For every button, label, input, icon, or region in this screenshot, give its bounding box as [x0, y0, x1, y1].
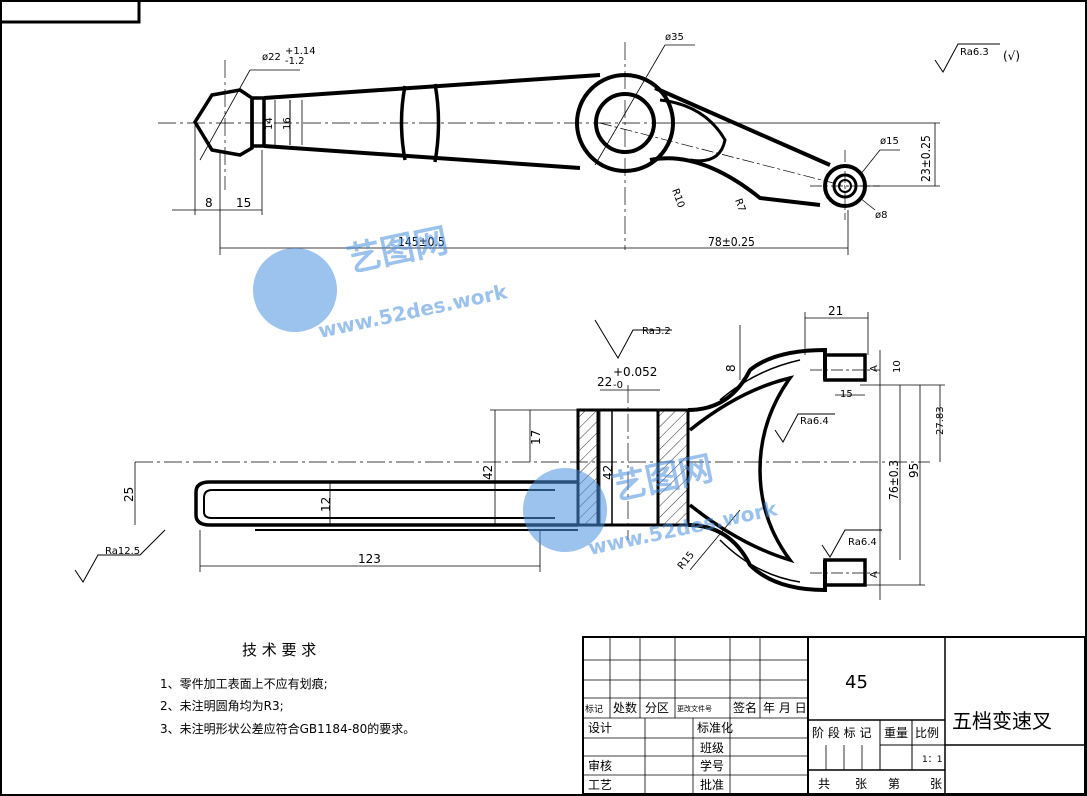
dim-bore-tol-upper: +0.052 [613, 365, 657, 379]
dim-10: 10 [892, 360, 903, 373]
dim-r15: R15 [676, 550, 697, 572]
tb-rev-mark: 标记 [585, 703, 603, 715]
tb-rev-date: 年 月 日 [763, 701, 807, 715]
tb-rev-file: 更改文件号 [677, 704, 712, 713]
dim-42a: 42 [481, 465, 495, 480]
dim-76: 76±0.3 [887, 460, 901, 500]
dim-phi8: ø8 [875, 210, 887, 221]
dim-8b: 8 [724, 364, 738, 372]
tb-student-id: 学号 [700, 758, 724, 773]
dim-bore-tol-lower: -0 [613, 380, 623, 391]
dim-78: 78±0.25 [708, 235, 755, 249]
dim-17: 17 [529, 430, 543, 445]
tb-rev-count: 处数 [613, 700, 637, 715]
roughness-ra64-bottom: Ra6.4 [848, 537, 877, 548]
top-view [158, 42, 1000, 255]
dim-phi22-tol-lower: -1.2 [285, 56, 305, 67]
datum-a-bottom: A [869, 571, 880, 578]
tb-design: 设计 [588, 721, 612, 735]
tb-standardize: 标准化 [697, 721, 733, 735]
tb-scale-value: 1：1 [922, 755, 942, 765]
dim-95: 95 [907, 463, 921, 478]
tb-sheet2: 张 [930, 777, 942, 791]
tech-requirements: 技 术 要 求 1、零件加工表面上不应有划痕; 2、未注明圆角均为R3; 3、未… [160, 641, 415, 736]
tb-approve: 批准 [700, 777, 724, 792]
tb-weight: 重量 [884, 726, 908, 740]
dim-42b: 42 [601, 465, 615, 480]
dim-r7: R7 [732, 197, 747, 213]
tb-process: 工艺 [588, 778, 612, 792]
tech-req-item-2: 2、未注明圆角均为R3; [160, 698, 284, 713]
tb-sheet: 张 [855, 777, 867, 791]
tb-scale-label: 比例 [915, 726, 939, 740]
top-view-labels: ø22 +1.14 -1.2 ø35 ø15 ø8 R10 R7 8 15 14… [205, 32, 1020, 249]
watermark-logo-icon-2 [523, 468, 607, 552]
tb-page: 第 [888, 777, 900, 791]
dim-2783: 27.83 [935, 406, 946, 435]
dim-12: 12 [319, 497, 333, 512]
tb-rev-zone: 分区 [645, 701, 669, 715]
title-block [582, 636, 1086, 795]
roughness-ra64-top: Ra6.4 [800, 416, 829, 427]
tb-part-name: 五档变速叉 [952, 709, 1052, 733]
dim-8: 8 [205, 196, 213, 210]
dim-phi15: ø15 [880, 136, 899, 147]
dim-15b: 15 [840, 389, 853, 400]
corner-tab [0, 0, 141, 24]
dim-phi22-tol-upper: +1.14 [285, 46, 316, 57]
dim-145: 145±0.5 [398, 235, 445, 249]
tb-total: 共 [818, 777, 830, 791]
front-view-labels: 21 8 10 15 27.83 95 76±0.3 17 42 42 25 1… [105, 304, 946, 578]
dim-bore22: 22 [597, 375, 612, 389]
watermark-logo-icon [253, 248, 337, 332]
dim-23: 23±0.25 [919, 135, 933, 182]
watermark-2: 艺图网 www.52des.work [523, 448, 780, 560]
roughness-ra32: Ra3.2 [642, 326, 671, 337]
roughness-ra63: Ra6.3 [960, 47, 989, 58]
svg-text:www.52des.work: www.52des.work [316, 279, 510, 343]
dim-r10: R10 [669, 187, 686, 209]
roughness-rest: (√) [1003, 49, 1020, 63]
dim-phi35: ø35 [665, 32, 684, 43]
svg-text:艺图网: 艺图网 [344, 220, 452, 280]
dim-14: 14 [264, 117, 275, 130]
tb-stage-mark: 阶 段 标 记 [812, 725, 871, 740]
tb-material: 45 [845, 672, 868, 693]
tech-req-title: 技 术 要 求 [242, 641, 316, 659]
dim-123: 123 [358, 552, 381, 566]
front-view [74, 312, 945, 600]
watermark-1: 艺图网 www.52des.work [253, 220, 510, 343]
tech-req-item-3: 3、未注明形状公差应符合GB1184-80的要求。 [160, 721, 415, 736]
dim-phi22: ø22 [262, 52, 281, 63]
dim-16: 16 [282, 117, 293, 130]
dim-15: 15 [236, 196, 251, 210]
dim-21: 21 [828, 304, 843, 318]
tb-review: 审核 [588, 758, 612, 773]
roughness-ra125: Ra12.5 [105, 546, 140, 557]
dim-25: 25 [122, 487, 136, 502]
tb-class: 班级 [700, 741, 724, 755]
tech-req-item-1: 1、零件加工表面上不应有划痕; [160, 676, 328, 691]
datum-a-top: A [869, 365, 880, 372]
title-block-labels: 45 五档变速叉 标记 处数 分区 更改文件号 签名 年 月 日 设计 标准化 … [585, 672, 1052, 792]
tb-rev-sign: 签名 [733, 700, 757, 715]
